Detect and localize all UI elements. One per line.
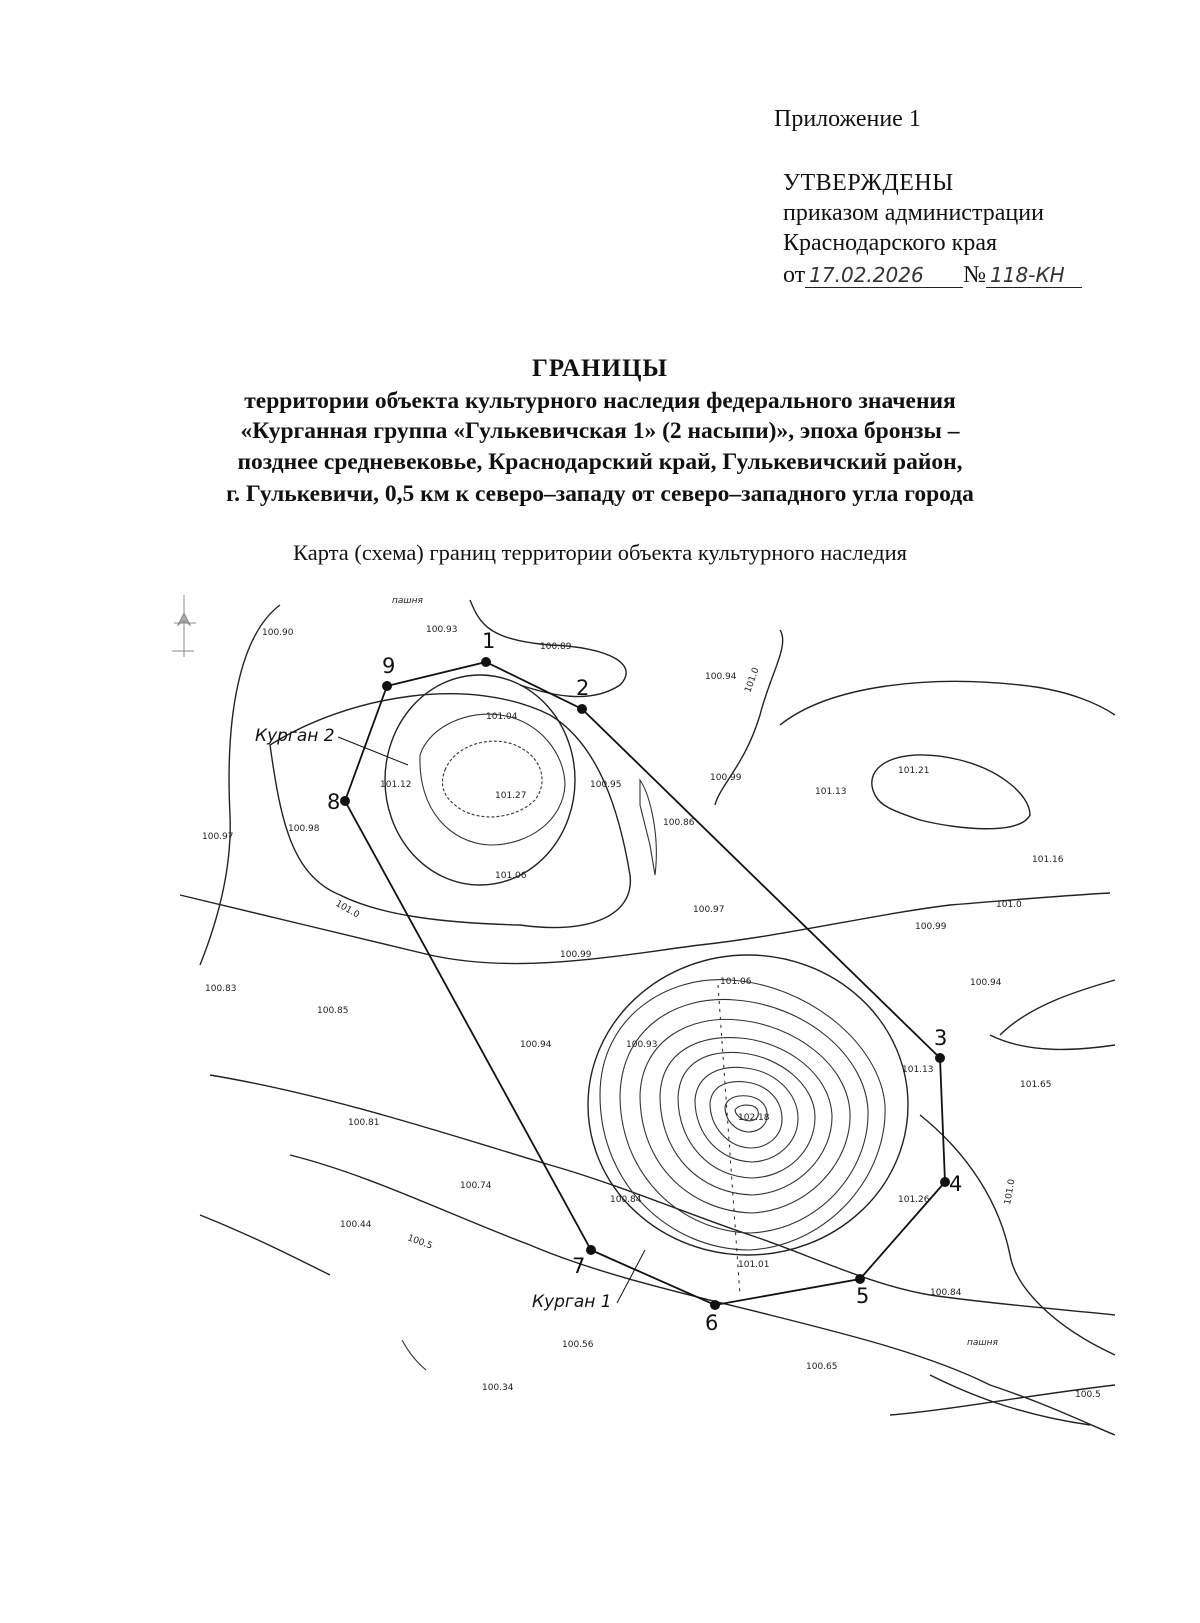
- elevation-point: 101.13: [815, 787, 847, 797]
- appendix-label: Приложение 1: [774, 106, 921, 132]
- boundary-point-9-marker: [382, 681, 392, 691]
- landuse-label-bottom: пашня: [967, 1338, 999, 1348]
- point-label-5: 5: [856, 1284, 869, 1308]
- elevation-point: 100.86: [663, 818, 695, 828]
- date-prefix: от: [783, 262, 806, 288]
- handwritten-order-number: 118-КН: [986, 263, 1083, 288]
- elevation-point: 101.13: [902, 1065, 934, 1075]
- elevation-point: 100.94: [970, 978, 1002, 988]
- approval-authority-line1: приказом администрации: [783, 200, 1044, 226]
- title-line-1: территории объекта культурного наследия …: [244, 388, 956, 414]
- mound-1-contours: [587, 954, 909, 1296]
- mound-2-contours: [384, 674, 576, 886]
- elevation-point: 101.27: [495, 791, 527, 801]
- spot-elevations: 100.90 100.93 100.89 100.94 101.04 101.1…: [202, 625, 1064, 1393]
- handwritten-date: 17.02.2026: [805, 263, 964, 288]
- boundary-point-5-marker: [855, 1274, 865, 1284]
- elevation-point: 100.34: [482, 1383, 514, 1393]
- mound-labels: Курган 2 Курган 1: [255, 726, 646, 1312]
- elevation-point: 101.04: [486, 712, 518, 722]
- point-label-4: 4: [949, 1172, 962, 1196]
- mound-1-label: Курган 1: [532, 1292, 612, 1312]
- elevation-point: 100.85: [317, 1006, 349, 1016]
- boundary-point-labels: 1 2 3 4 5 6 7 8 9: [327, 629, 962, 1335]
- boundary-map: 1 2 3 4 5 6 7 8 9 Курган 2 Курган 1 пашн…: [172, 595, 1116, 1436]
- elevation-point: 100.94: [520, 1040, 552, 1050]
- elevation-point: 100.65: [806, 1362, 838, 1372]
- elevation-point: 100.89: [540, 642, 572, 652]
- title-line-2: «Курганная группа «Гулькевичская 1» (2 н…: [240, 418, 960, 444]
- elevation-point: 100.93: [426, 625, 458, 635]
- elevation-point: 100.74: [460, 1181, 492, 1191]
- contour-label: 100.5: [1075, 1390, 1101, 1400]
- boundary-point-8-marker: [340, 796, 350, 806]
- elevation-point: 101.06: [720, 977, 752, 987]
- elevation-point: 100.97: [202, 832, 234, 842]
- contour-label: 101.0: [1003, 1178, 1017, 1205]
- contour-label: 101.0: [743, 666, 761, 694]
- elevation-point: 100.83: [205, 984, 237, 994]
- elevation-point: 102.18: [738, 1113, 770, 1123]
- approval-authority-line2: Краснодарского края: [783, 230, 998, 256]
- point-label-7: 7: [572, 1254, 585, 1278]
- elevation-point: 101.26: [898, 1195, 930, 1205]
- contour-lines: [179, 599, 1116, 1436]
- mound-2-label: Курган 2: [255, 726, 335, 746]
- title-line-4: г. Гулькевичи, 0,5 км к северо–западу от…: [226, 481, 974, 507]
- boundary-point-1-marker: [481, 657, 491, 667]
- approval-stamp-title: УТВЕРЖДЕНЫ: [783, 170, 954, 196]
- point-label-3: 3: [934, 1026, 947, 1050]
- number-prefix: №: [963, 262, 987, 288]
- elevation-point: 100.99: [560, 950, 592, 960]
- elevation-point: 101.12: [380, 780, 412, 790]
- point-label-8: 8: [327, 790, 340, 814]
- point-label-9: 9: [382, 654, 395, 678]
- boundary-point-7-marker: [586, 1245, 596, 1255]
- elevation-point: 100.56: [562, 1340, 594, 1350]
- boundary-point-4-marker: [940, 1177, 950, 1187]
- north-arrow-icon: [172, 595, 196, 657]
- elevation-point: 100.93: [626, 1040, 658, 1050]
- elevation-point: 101.65: [1020, 1080, 1052, 1090]
- elevation-point: 100.97: [693, 905, 725, 915]
- elevation-point: 101.01: [738, 1260, 770, 1270]
- elevation-point: 101.16: [1032, 855, 1064, 865]
- elevation-point: 100.99: [915, 922, 947, 932]
- elevation-point: 100.90: [262, 628, 294, 638]
- elevation-point: 100.81: [348, 1118, 380, 1128]
- map-caption: Карта (схема) границ территории объекта …: [293, 540, 907, 565]
- document-title: ГРАНИЦЫ: [532, 355, 668, 382]
- point-label-1: 1: [482, 629, 495, 653]
- elevation-point: 101.06: [495, 871, 527, 881]
- elevation-point: 100.84: [930, 1288, 962, 1298]
- point-label-2: 2: [576, 676, 589, 700]
- elevation-point: 100.99: [710, 773, 742, 783]
- elevation-point: 100.84: [610, 1195, 642, 1205]
- elevation-point: 101.21: [898, 766, 930, 776]
- contour-label: 101.0: [996, 900, 1022, 910]
- elevation-point: 100.44: [340, 1220, 372, 1230]
- territory-boundary: [340, 657, 950, 1310]
- point-label-6: 6: [705, 1311, 718, 1335]
- elevation-point: 100.94: [705, 672, 737, 682]
- elevation-point: 100.95: [590, 780, 622, 790]
- boundary-point-2-marker: [577, 704, 587, 714]
- landuse-label-top: пашня: [392, 596, 424, 606]
- boundary-point-6-marker: [710, 1300, 720, 1310]
- contour-label: 100.5: [406, 1233, 434, 1251]
- title-line-3: позднее средневековье, Краснодарский кра…: [237, 449, 963, 475]
- boundary-point-3-marker: [935, 1053, 945, 1063]
- elevation-point: 100.98: [288, 824, 320, 834]
